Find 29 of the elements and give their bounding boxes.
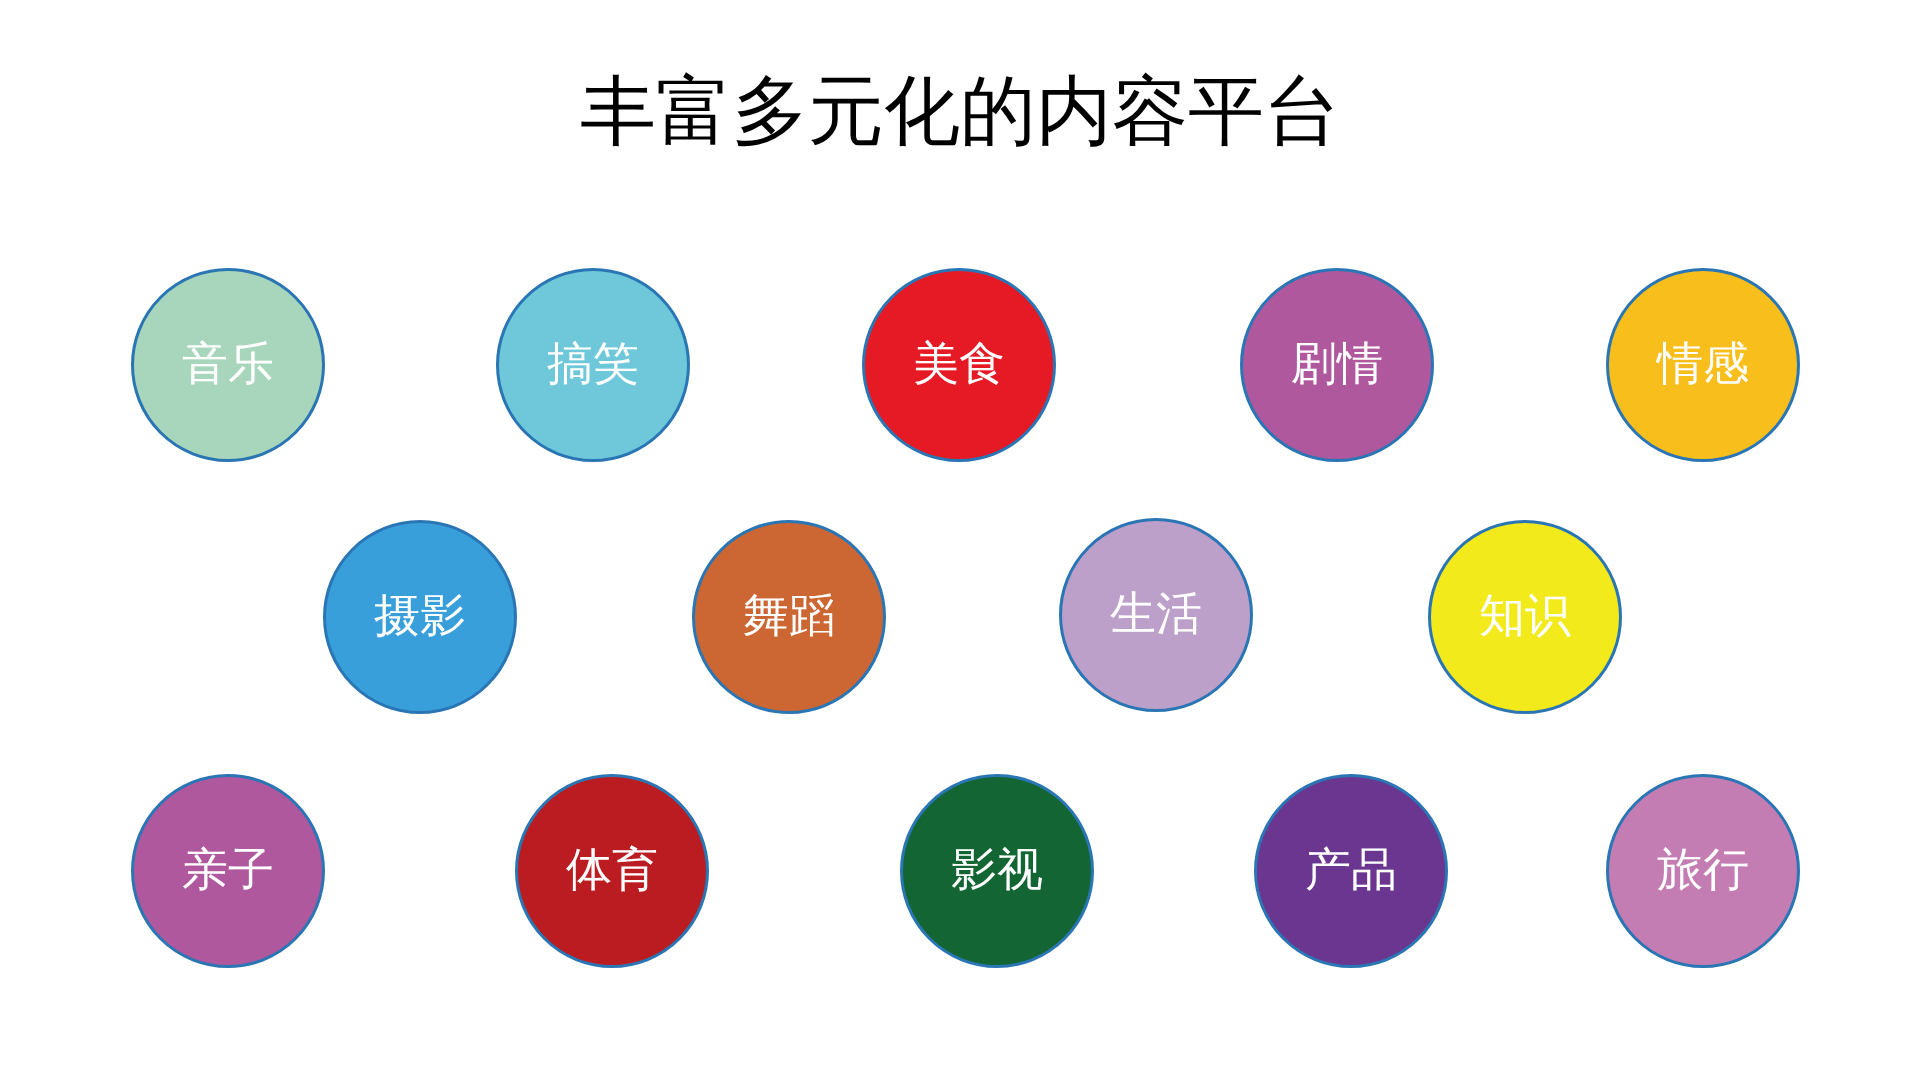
category-circle — [496, 268, 690, 462]
category-label: 摄影 — [374, 589, 466, 643]
category-label: 亲子 — [182, 843, 274, 897]
category-label: 音乐 — [182, 337, 274, 391]
category-label: 舞蹈 — [743, 589, 835, 643]
category-label: 影视 — [951, 843, 1043, 897]
category-label: 知识 — [1479, 589, 1571, 643]
category-label: 美食 — [913, 337, 1005, 391]
category-label: 搞笑 — [547, 337, 639, 391]
category-circle — [515, 774, 709, 968]
category-circle — [131, 268, 325, 462]
category-circle — [1254, 774, 1448, 968]
category-label: 生活 — [1110, 587, 1202, 641]
category-label: 产品 — [1305, 843, 1397, 897]
category-circle — [1240, 268, 1434, 462]
category-label: 情感 — [1657, 337, 1749, 391]
category-circle — [862, 268, 1056, 462]
category-circle — [131, 774, 325, 968]
category-circle — [692, 520, 886, 714]
category-circle — [1059, 518, 1253, 712]
category-label: 旅行 — [1657, 843, 1749, 897]
category-circle — [1606, 268, 1800, 462]
category-label: 体育 — [566, 843, 658, 897]
page-title: 丰富多元化的内容平台 — [580, 65, 1340, 157]
category-circle — [900, 774, 1094, 968]
category-label: 剧情 — [1291, 337, 1383, 391]
category-circle — [323, 520, 517, 714]
category-circle — [1428, 520, 1622, 714]
category-circle — [1606, 774, 1800, 968]
